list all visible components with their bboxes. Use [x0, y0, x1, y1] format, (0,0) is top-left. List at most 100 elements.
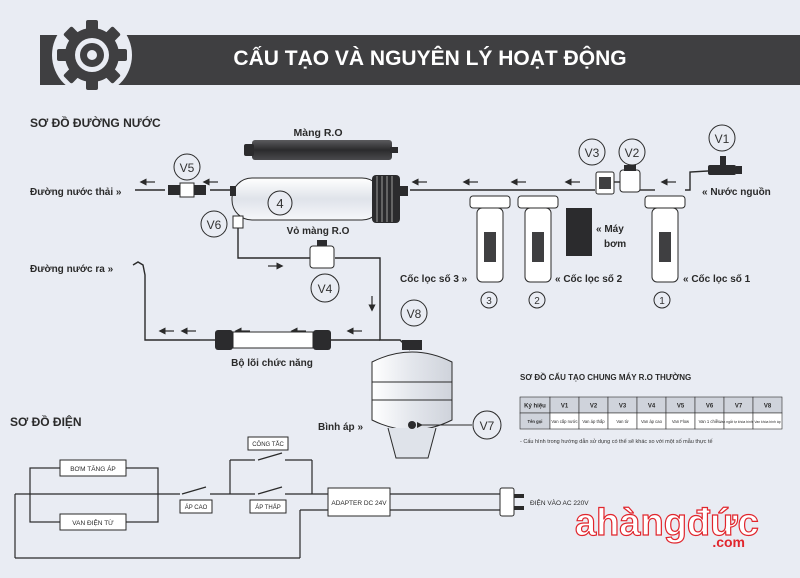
pump-label-1: « Máy: [596, 224, 624, 235]
table-cell-text: Tên gọi: [528, 419, 543, 424]
v4-cap: [317, 240, 327, 246]
v3-label: V3: [585, 146, 600, 160]
cup2-number-badge: [528, 291, 546, 309]
membrane-housing: [230, 175, 408, 223]
function-core-filter: [215, 330, 331, 350]
filter-cup-3: [469, 195, 511, 283]
v2-label: V2: [625, 146, 640, 160]
table-cell-text: Van từ: [616, 419, 628, 424]
filter-cup-2: [517, 195, 559, 283]
source-label: « Nước nguồn: [702, 186, 771, 198]
v8-badge: [400, 299, 428, 327]
v1-label: V1: [715, 132, 730, 146]
cup3-number-badge: [480, 291, 498, 309]
table-header-cell: V3: [619, 404, 627, 410]
filter-cup-1: [644, 195, 686, 283]
v6-badge: [200, 210, 228, 238]
outlet-label: Đường nước ra »: [30, 264, 114, 275]
v5-label: V5: [180, 161, 195, 175]
solenoid-valve-v3: [595, 171, 615, 195]
table-header-cell: V8: [764, 404, 772, 410]
membrane-housing-label: Vỏ màng R.O: [287, 226, 350, 237]
cup2-number: 2: [534, 296, 540, 307]
table-cell-text: Van áp cao: [641, 419, 663, 424]
switch-contacts: [181, 452, 283, 495]
water-pipes: [132, 169, 726, 351]
brand-name: ahàngđức: [575, 502, 759, 544]
cup1-number: 1: [659, 296, 665, 307]
page-title: CẤU TẠO VÀ NGUYÊN LÝ HOẠT ĐỘNG: [233, 46, 626, 70]
table-title: SƠ ĐỒ CẤU TẠO CHUNG MÁY R.O THƯỜNG: [520, 372, 691, 382]
cup2-label: « Cốc lọc số 2: [555, 273, 623, 285]
housing-number: 4: [276, 196, 283, 211]
table-cell-text: Van cấp nước: [551, 419, 577, 424]
ro-membrane: [244, 140, 398, 160]
header-bar: [40, 35, 800, 85]
low-pressure-text: ÁP THẤP: [255, 504, 280, 511]
water-section-title: SƠ ĐỒ ĐƯỜNG NƯỚC: [30, 115, 161, 130]
table-header-cell: V1: [561, 404, 569, 410]
v3-badge: [578, 138, 606, 166]
solenoid-box: [59, 513, 127, 531]
flow-valve-v5: [168, 182, 206, 198]
table-cell-text: Van khóa bình áp: [754, 420, 780, 424]
low-pressure-valve-v2: [619, 165, 641, 193]
v7-label: V7: [480, 419, 495, 433]
pump-label-2: bơm: [604, 239, 626, 250]
cup3-label: Cốc lọc số 3 »: [400, 273, 468, 285]
table-cell-text: Van 1 chiều: [699, 419, 721, 424]
table-cell-text: Van ngắt tự khóa bình áp: [719, 419, 757, 424]
v2-badge: [618, 138, 646, 166]
power-switch-box: [247, 436, 289, 451]
flow-arrows: [139, 178, 676, 335]
v6-label: V6: [207, 218, 222, 232]
high-pressure-switch-box: [179, 499, 213, 514]
cup3-number: 3: [486, 296, 492, 307]
table-cell-text: Van Flow: [672, 419, 690, 424]
pressure-tank: [371, 340, 453, 459]
tank-label: Bình áp »: [318, 422, 363, 433]
v5-badge: [173, 153, 201, 181]
v7-badge: [472, 410, 502, 440]
table-cell: [752, 412, 783, 430]
switch-text: CÔNG TẮC: [252, 440, 284, 448]
table-header-cell: V2: [590, 404, 598, 410]
table-cell-text: Van áp thấp: [582, 419, 605, 424]
table-header-cell: V4: [648, 404, 656, 410]
table-note: - Cấu hình trong hướng dẫn sử dụng có th…: [520, 438, 713, 445]
high-pressure-text: ÁP CAO: [185, 504, 208, 511]
function-core-label: Bộ lõi chức năng: [231, 358, 313, 369]
v4-badge: [310, 273, 340, 303]
brand-logo: ahàngđức .com: [574, 501, 759, 550]
booster-pump-box: [59, 459, 127, 477]
table-header-cell: V6: [706, 404, 714, 410]
adapter-text: ADAPTER DC 24V: [331, 500, 387, 507]
booster-pump: [566, 208, 592, 256]
table-header-cell: Ký hiệu: [524, 404, 546, 410]
booster-pump-text: BƠM TĂNG ÁP: [70, 464, 116, 473]
v8-label: V8: [407, 307, 422, 321]
waste-label: Đường nước thải »: [30, 187, 122, 198]
ac-input-text: ĐIỆN VÀO AC 220V: [530, 498, 589, 507]
electric-section-title: SƠ ĐỒ ĐIỆN: [10, 414, 82, 429]
v4-label: V4: [318, 282, 333, 296]
cup1-label: « Cốc lọc số 1: [683, 273, 751, 285]
table-header-cell: V5: [677, 404, 685, 410]
membrane-label: Màng R.O: [294, 127, 343, 139]
table-header-cell: V7: [735, 404, 743, 410]
high-pressure-valve-v4: [309, 245, 335, 269]
solenoid-text: VAN ĐIỆN TỪ: [72, 518, 114, 527]
housing-number-badge: [267, 190, 293, 216]
v1-badge: [708, 124, 736, 152]
adapter-box: [327, 487, 391, 517]
cup1-number-badge: [653, 291, 671, 309]
check-valve-v6: [232, 215, 244, 229]
brand-domain: .com: [712, 534, 745, 550]
ac-plug: [499, 487, 524, 517]
feed-valve-v1: [708, 156, 742, 175]
low-pressure-switch-box: [249, 499, 287, 514]
gear-icon: [52, 15, 132, 95]
